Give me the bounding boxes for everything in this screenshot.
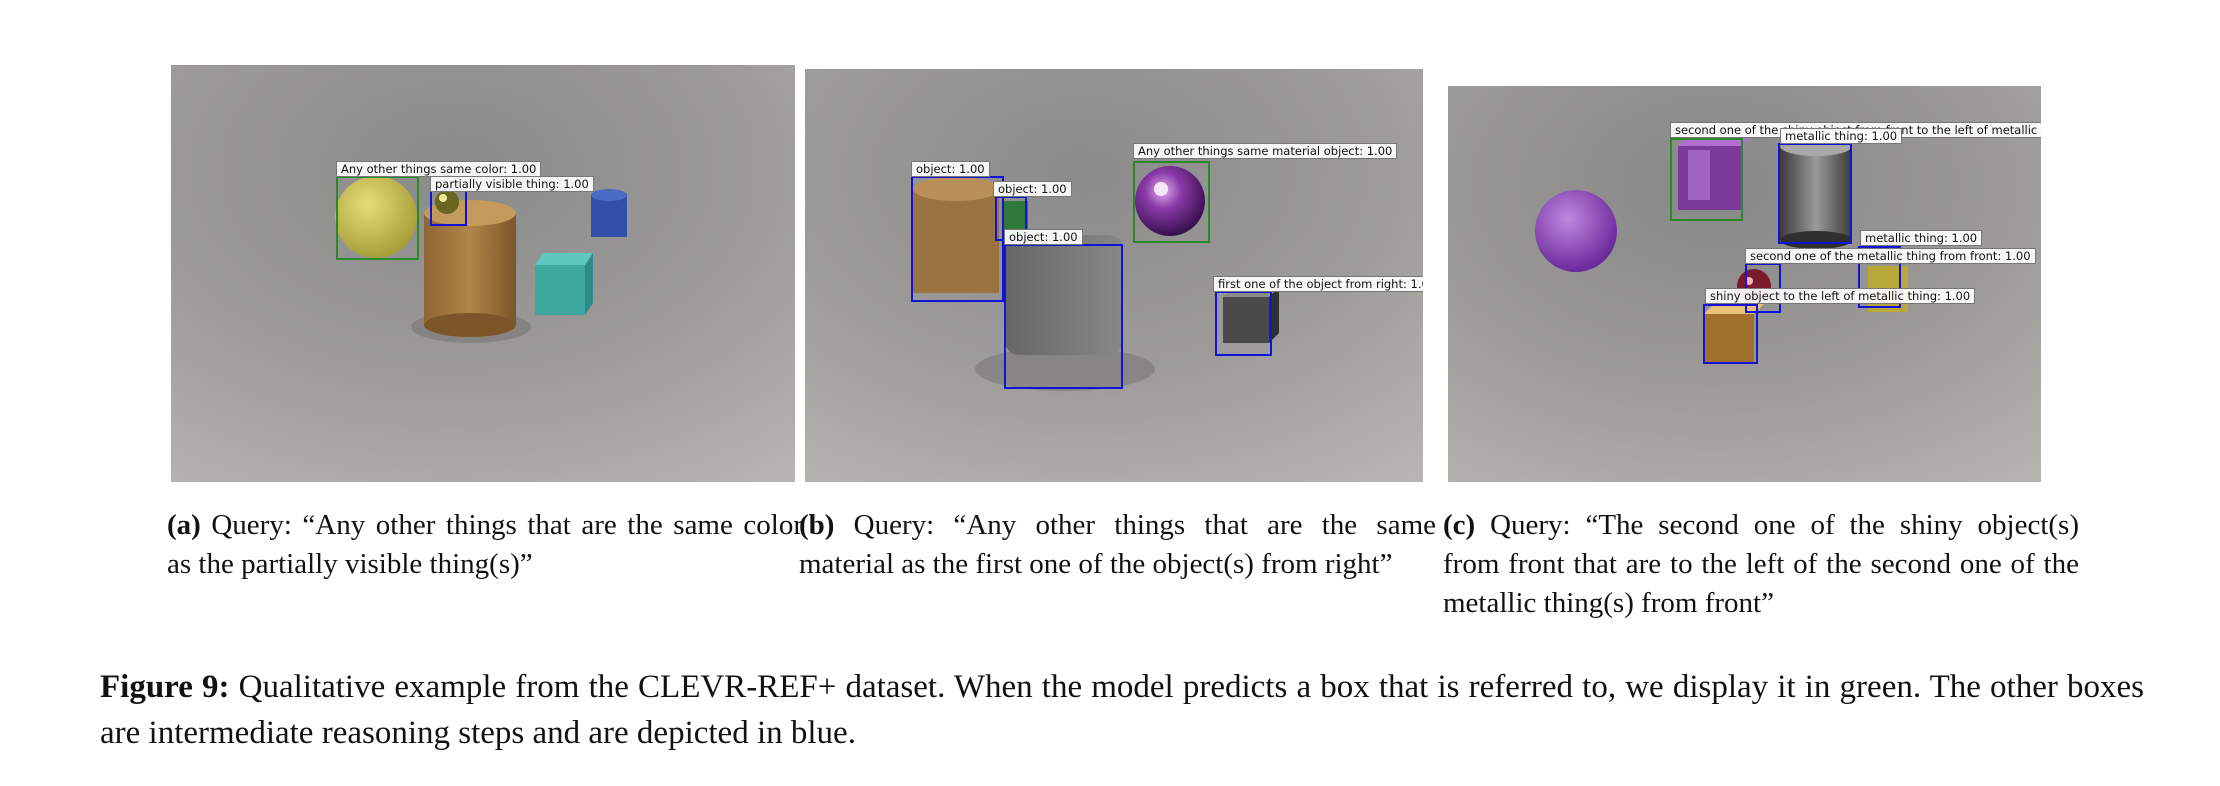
panel-c-scene [1448,86,2041,482]
subcaption-tag: (b) [799,509,835,541]
box-label: first one of the object from right: 1.00 [1213,276,1423,292]
box-object-gray-cube [1004,244,1123,389]
panel-a-image: Any other things same color: 1.00 partia… [171,65,795,482]
figure-caption-text: Qualitative example from the CLEVR-REF+ … [100,669,2144,751]
box-referred-purple-sphere [1133,161,1210,243]
figure-label: Figure 9: [100,669,230,705]
box-first-object-from-right [1215,291,1272,356]
box-metallic-thing-cylinder [1778,143,1852,244]
box-label: Any other things same material object: 1… [1133,143,1398,159]
box-label: metallic thing: 1.00 [1860,230,1983,246]
subcaption-text: Query: “Any other things that are the sa… [167,509,803,580]
panel-b-image: object: 1.00 object: 1.00 object: 1.00 A… [805,69,1423,482]
box-partially-visible-thing [430,188,467,226]
subcaption-tag: (a) [167,509,201,541]
box-shiny-object-left [1703,304,1758,364]
box-label: partially visible thing: 1.00 [430,176,594,192]
box-metallic-thing-yellow [1858,246,1901,308]
subcaption-c: (c) Query: “The second one of the shiny … [1443,506,2079,623]
subcaption-b: (b) Query: “Any other things that are th… [799,506,1436,584]
box-referred-yellow-sphere [336,176,419,260]
subcaption-text: Query: “Any other things that are the sa… [799,509,1436,580]
panel-a-scene [171,65,795,482]
box-referred-purple-cube [1670,138,1743,221]
box-label: object: 1.00 [911,161,990,177]
box-label: shiny object to the left of metallic thi… [1705,288,1976,304]
subcaption-a: (a) Query: “Any other things that are th… [167,506,803,584]
box-object-brown-cylinder [911,176,1004,302]
box-label: Any other things same color: 1.00 [336,161,542,177]
panel-b-scene [805,69,1423,482]
subcaption-text: Query: “The second one of the shiny obje… [1443,509,2079,619]
box-label: object: 1.00 [993,181,1072,197]
box-label: second one of the metallic thing from fr… [1745,248,2036,264]
box-label: object: 1.00 [1004,229,1083,245]
figure-caption: Figure 9: Qualitative example from the C… [100,664,2144,756]
panel-c-image: second one of the shiny object from fron… [1448,86,2041,482]
subcaption-tag: (c) [1443,509,1476,541]
box-label: metallic thing: 1.00 [1780,128,1903,144]
